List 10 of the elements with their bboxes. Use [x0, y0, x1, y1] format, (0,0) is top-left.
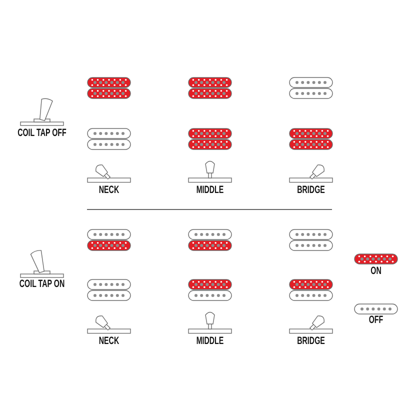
coil-tap-label: COIL TAP OFF: [18, 128, 66, 138]
position-label: MIDDLE: [196, 185, 224, 195]
legend-label: OFF: [368, 315, 384, 325]
coil-tap-label: COIL TAP ON: [19, 279, 65, 289]
legend-label: ON: [370, 266, 382, 276]
position-label: NECK: [98, 336, 120, 346]
position-label: BRIDGE: [297, 185, 325, 195]
position-label: NECK: [98, 185, 120, 195]
position-label: MIDDLE: [196, 336, 224, 346]
position-label: BRIDGE: [297, 336, 325, 346]
